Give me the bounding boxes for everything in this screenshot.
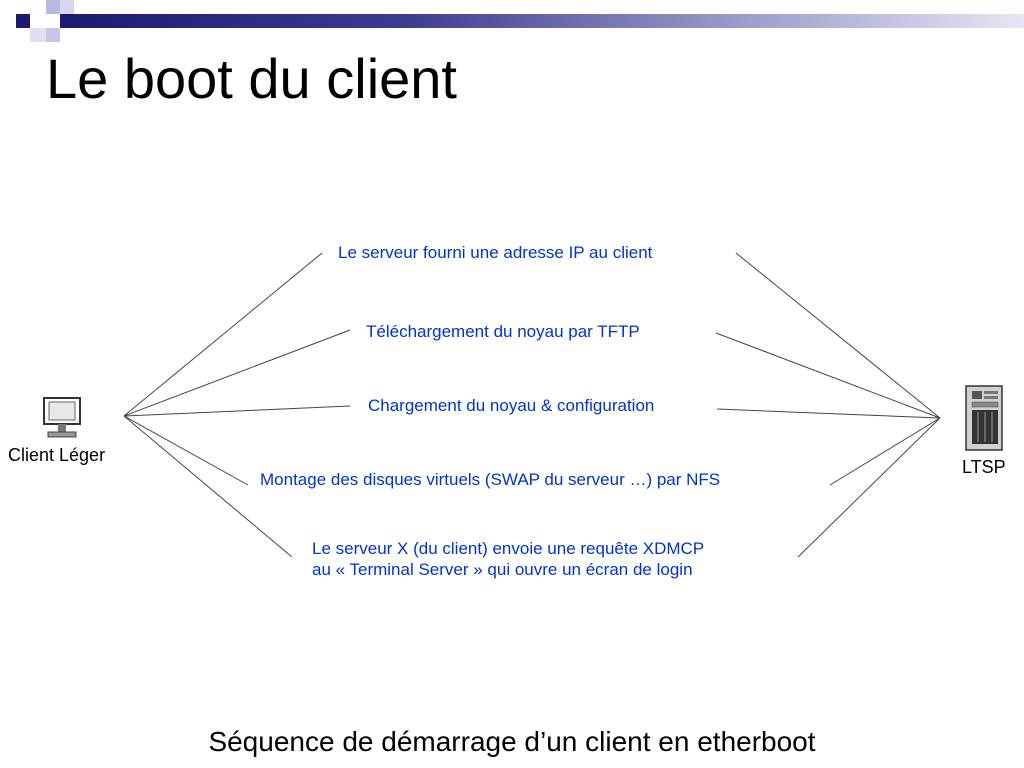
slide-caption: Séquence de démarrage d’un client en eth… <box>208 726 816 757</box>
slide-title: Le boot du client <box>46 47 457 110</box>
connector-line <box>715 332 941 419</box>
step-text: Montage des disques virtuels (SWAP du se… <box>260 470 721 489</box>
decor-square-lilac <box>46 0 60 14</box>
step-label: Téléchargement du noyau par TFTP <box>360 322 646 342</box>
connector-line <box>123 405 351 417</box>
decor-square-lilac <box>60 0 74 14</box>
header-bar <box>60 14 1024 28</box>
connector-line <box>123 252 323 417</box>
step-text: Chargement du noyau & configuration <box>368 396 655 415</box>
connector-line <box>797 417 941 558</box>
connector-line <box>123 415 249 486</box>
step-text: Le serveur X (du client) envoie une requ… <box>312 539 705 558</box>
decor-square-lilac <box>30 28 46 42</box>
connector-line <box>716 408 941 419</box>
step-label: Le serveur X (du client) envoie une requ… <box>306 538 711 580</box>
server-label: LTSP <box>962 457 1006 477</box>
decor-square-navy <box>16 14 30 28</box>
client-label: Client Léger <box>8 445 106 465</box>
step-text: Le serveur fourni une adresse IP au clie… <box>338 243 653 262</box>
connector-line <box>123 329 351 417</box>
connector-line <box>829 417 941 486</box>
step-label: Chargement du noyau & configuration <box>362 396 661 416</box>
step-label: Le serveur fourni une adresse IP au clie… <box>332 243 659 263</box>
step-label: Montage des disques virtuels (SWAP du se… <box>254 470 727 490</box>
server-tower-icon <box>965 385 1003 451</box>
step-text: Téléchargement du noyau par TFTP <box>366 322 640 341</box>
connector-line <box>123 415 293 558</box>
connector-line <box>735 252 941 419</box>
decor-square-lilac <box>46 28 60 42</box>
step-text: au « Terminal Server » qui ouvre un écra… <box>312 560 693 579</box>
monitor-icon <box>43 397 81 438</box>
